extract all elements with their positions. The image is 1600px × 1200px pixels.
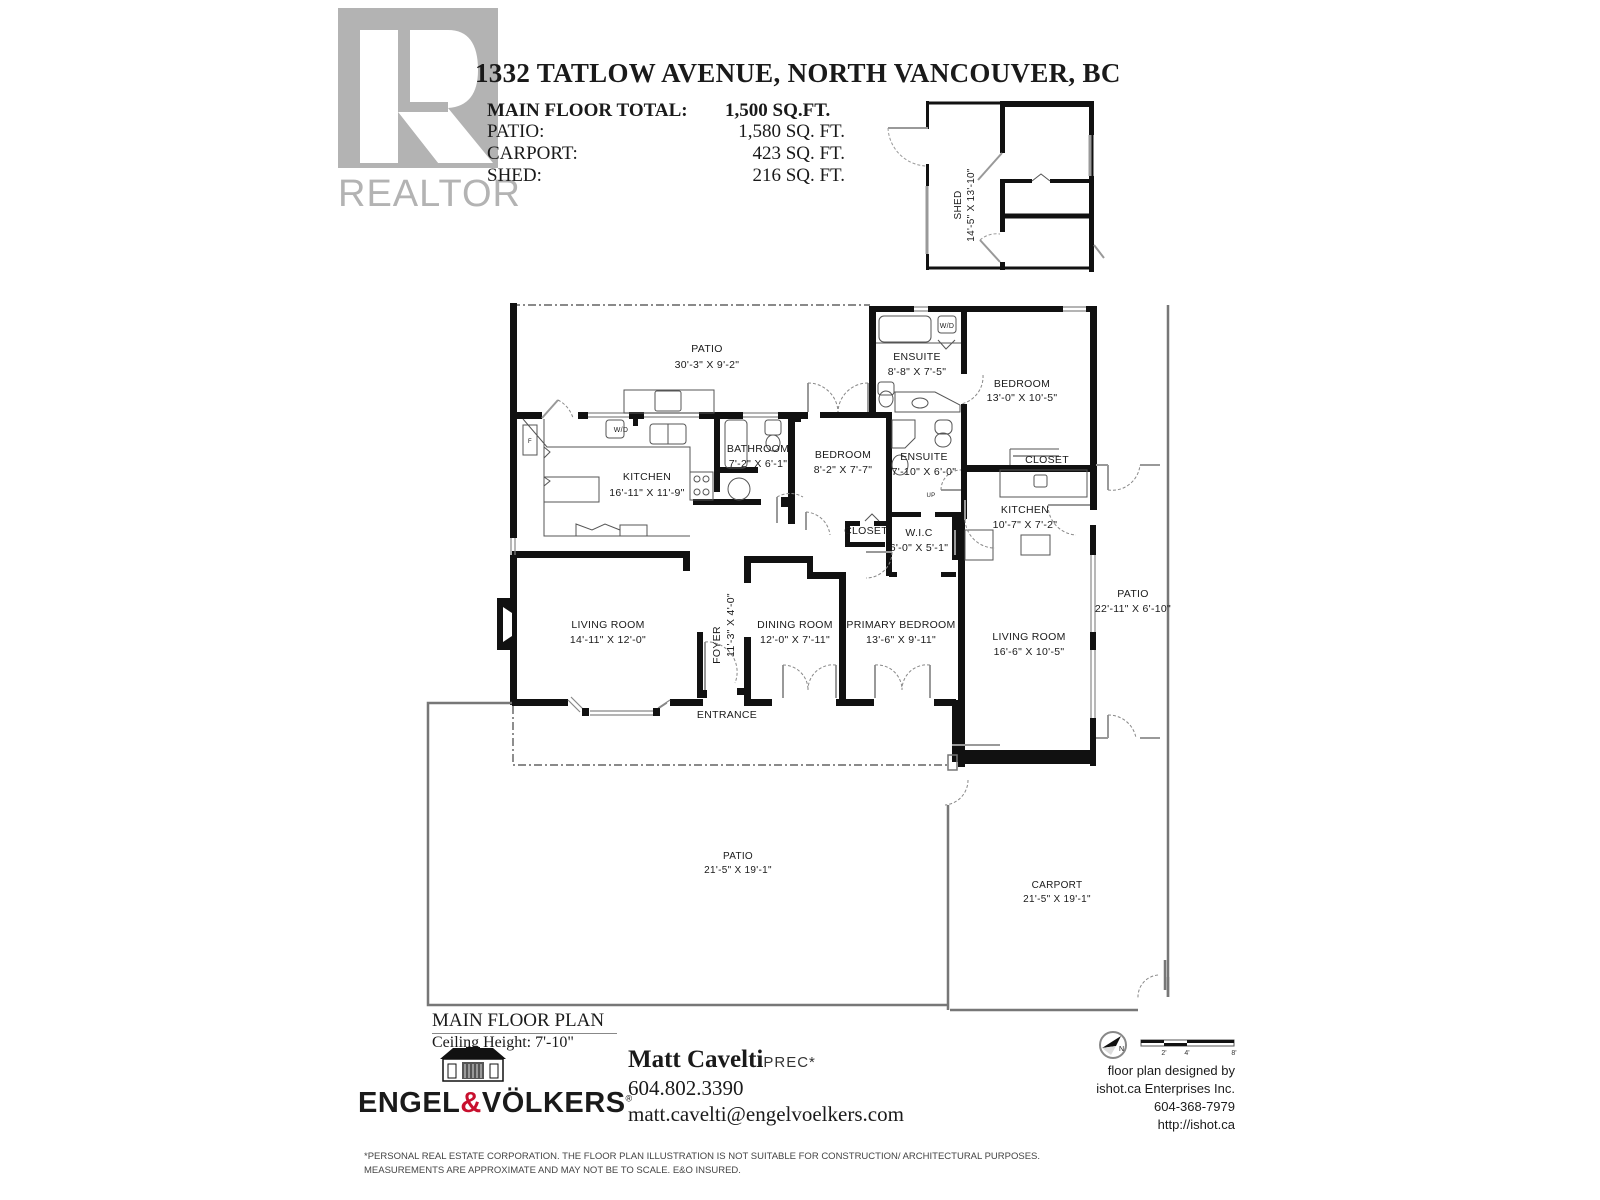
room-name: BEDROOM: [994, 378, 1050, 390]
disclaimer: *PERSONAL REAL ESTATE CORPORATION. THE F…: [364, 1151, 1041, 1176]
room-dims: 11'-3" X 4'-0": [725, 593, 737, 657]
room-name: PATIO: [1117, 588, 1148, 600]
shed-name: SHED: [953, 191, 964, 220]
plan-title: MAIN FLOOR PLAN: [432, 1010, 617, 1034]
room-name: CARPORT: [1032, 880, 1083, 891]
floor-plan-designer-credit: floor plan designed by ishot.ca Enterpri…: [1096, 1063, 1235, 1132]
realtor-r-icon: [338, 8, 498, 168]
ampersand: &: [460, 1087, 482, 1119]
north-compass-icon: N: [1099, 1031, 1127, 1059]
property-address: 1332 TATLOW AVENUE, NORTH VANCOUVER, BC: [475, 58, 1121, 88]
engel-volkers-logo: ENGEL&VÖLKERS®: [358, 1045, 632, 1125]
room-name: KITCHEN: [1001, 504, 1049, 516]
svg-text:8': 8': [1231, 1050, 1236, 1057]
room-name: CLOSET: [1025, 454, 1069, 466]
room-dims: 13'-6" X 9'-11": [866, 634, 936, 646]
stairs-up-label: UP: [927, 493, 936, 499]
room-dims: 14'-11" X 12'-0": [570, 634, 646, 646]
room-dims: 22'-11" X 6'-10": [1095, 603, 1171, 615]
entrance-label: ENTRANCE: [697, 709, 757, 721]
shed-drawing: [887, 101, 1105, 272]
room-name: W.I.C: [905, 527, 932, 539]
agent-name: Matt CaveltiPREC*: [628, 1046, 816, 1073]
svg-text:2': 2': [1161, 1050, 1166, 1057]
room-dims: 7'-10" X 6'-0": [892, 466, 957, 478]
realtor-logo: REALTOR: [338, 8, 520, 215]
area-value: 216 SQ. FT.: [752, 165, 845, 186]
scale-bar: 2' 4' 8': [1140, 1039, 1237, 1057]
room-dims: 16'-11" X 11'-9": [609, 487, 684, 499]
room-dims: 30'-3" X 9'-2": [675, 359, 740, 371]
area-value: 1,580 SQ. FT.: [738, 121, 845, 142]
area-value: 423 SQ. FT.: [752, 143, 845, 164]
area-label: CARPORT:: [487, 143, 578, 164]
room-name: BATHROOM: [727, 443, 789, 455]
agent-designation: PREC*: [763, 1054, 816, 1071]
svg-text:4': 4': [1184, 1050, 1189, 1057]
room-dims: 13'-0" X 10'-5": [987, 392, 1058, 404]
room-name: PRIMARY BEDROOM: [846, 619, 955, 631]
room-name: CLOSET: [844, 525, 888, 537]
room-dims: 16'-6" X 10'-5": [994, 646, 1065, 658]
svg-text:N: N: [1119, 1046, 1124, 1053]
room-name: PATIO: [723, 851, 753, 862]
shed-dims: 14'-5" X 13'-10": [966, 168, 977, 242]
walls: [497, 303, 1097, 767]
washer-dryer-label: W/D: [940, 323, 955, 330]
room-name: PATIO: [691, 343, 722, 355]
room-name: LIVING ROOM: [992, 631, 1065, 643]
room-name: DINING ROOM: [757, 619, 833, 631]
room-dims: 7'-2" X 6'-1": [729, 458, 788, 470]
room-name: FOYER: [711, 626, 723, 664]
room-dims: 12'-0" X 7'-11": [760, 634, 830, 646]
agent-phone: 604.802.3390: [628, 1076, 744, 1100]
agent-email: matt.cavelti@engelvoelkers.com: [628, 1102, 904, 1126]
room-dims: 8'-2" X 7'-7": [814, 464, 873, 476]
area-label: PATIO:: [487, 121, 545, 142]
room-dims: 8'-8" X 7'-5": [888, 366, 947, 378]
ceiling-height: Ceiling Height: 7'-10": [432, 1034, 574, 1051]
engel-volkers-house-icon: [440, 1047, 506, 1082]
area-label: SHED:: [487, 165, 542, 186]
room-name: ENSUITE: [900, 451, 948, 463]
room-name: BEDROOM: [815, 449, 871, 461]
engel-volkers-wordmark: ENGEL&VÖLKERS®: [358, 1087, 633, 1119]
room-name: ENSUITE: [893, 351, 941, 363]
room-dims: 21'-5" X 19'-1": [1023, 894, 1091, 905]
room-dims: 6'-0" X 5'-1": [890, 542, 949, 554]
area-value: 1,500 SQ.FT.: [725, 100, 831, 121]
room-name: KITCHEN: [623, 471, 671, 483]
realtor-wordmark: REALTOR: [338, 173, 521, 215]
room-dims: 21'-5" X 19'-1": [704, 865, 772, 876]
room-name: LIVING ROOM: [571, 619, 644, 631]
room-dims: 10'-7" X 7'-2": [993, 519, 1058, 531]
fridge-label: F: [528, 439, 532, 445]
area-label: MAIN FLOOR TOTAL:: [487, 100, 688, 121]
washer-dryer-label: W/D: [614, 427, 629, 434]
